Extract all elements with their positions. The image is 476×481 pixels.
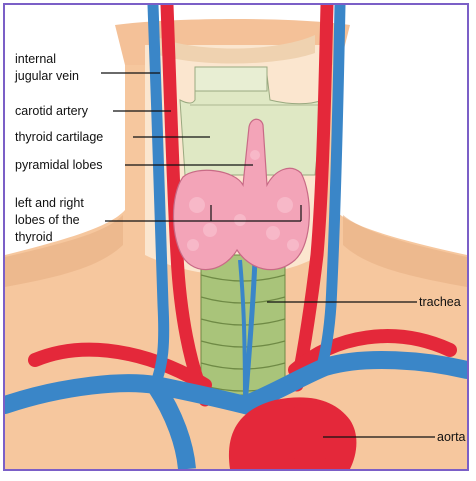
thyroid-anatomy-diagram: internal jugular vein carotid artery thy… bbox=[5, 5, 467, 469]
label-carotid-artery: carotid artery bbox=[15, 104, 89, 118]
label-pyramidal-lobes: pyramidal lobes bbox=[15, 158, 103, 172]
label-internal-jugular-vein-line2: jugular vein bbox=[14, 69, 79, 83]
label-lobes-line2: lobes of the bbox=[15, 213, 80, 227]
label-lobes-line1: left and right bbox=[15, 196, 84, 210]
label-trachea: trachea bbox=[419, 295, 461, 309]
label-lobes-line3: thyroid bbox=[15, 230, 53, 244]
label-aorta: aorta bbox=[437, 430, 466, 444]
label-internal-jugular-vein-line1: internal bbox=[15, 52, 56, 66]
label-thyroid-cartilage: thyroid cartilage bbox=[15, 130, 103, 144]
aorta-bulge bbox=[280, 403, 340, 463]
diagram-frame: internal jugular vein carotid artery thy… bbox=[3, 3, 469, 471]
cartilage-top-upper bbox=[195, 67, 267, 91]
